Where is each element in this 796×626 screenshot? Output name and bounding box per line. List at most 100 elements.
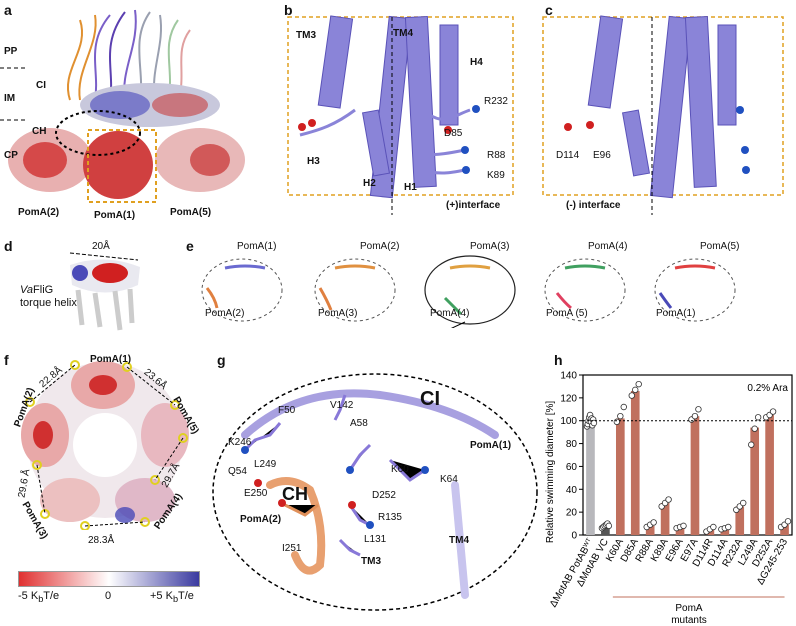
poma2-label-a: PomA(2) bbox=[18, 207, 60, 218]
panel-f-letter: f bbox=[4, 352, 9, 368]
g-i251: I251 bbox=[282, 543, 302, 554]
bar-1 bbox=[601, 525, 610, 535]
data-point bbox=[740, 499, 747, 507]
r232-label: R232 bbox=[484, 96, 508, 107]
g-l131: L131 bbox=[364, 534, 387, 545]
e1-top: PomA(1) bbox=[237, 241, 277, 252]
minus-interface-label: (-) interface bbox=[566, 200, 621, 211]
e3-top: PomA(3) bbox=[470, 241, 510, 252]
panel-b-structure bbox=[287, 15, 514, 215]
g-f50: F50 bbox=[278, 405, 296, 416]
y-tick-label: 60 bbox=[566, 462, 578, 473]
f-dist-5: 28.3Å bbox=[88, 535, 115, 546]
y-tick-label: 120 bbox=[560, 393, 577, 404]
group-label-line1: PomA bbox=[675, 603, 703, 614]
data-point bbox=[691, 412, 699, 420]
y-tick-label: 140 bbox=[560, 371, 577, 382]
panel-c-structure bbox=[542, 15, 784, 215]
data-point bbox=[650, 519, 657, 526]
bar-9 bbox=[720, 528, 730, 535]
d114-label: D114 bbox=[556, 150, 580, 161]
chart-annotation: 0.2% Ara bbox=[747, 383, 788, 394]
bar-13 bbox=[780, 524, 789, 535]
data-point bbox=[769, 408, 777, 415]
panel-e-ellipses bbox=[201, 255, 736, 328]
layer-cp-label: CP bbox=[4, 150, 18, 161]
fliG-name: VaFliG bbox=[20, 284, 54, 296]
g-ch-label: CH bbox=[282, 484, 308, 504]
e4-bottom: PomA (5) bbox=[546, 308, 588, 319]
f-poma1: PomA(1) bbox=[90, 354, 132, 365]
g-k246: K246 bbox=[228, 437, 252, 448]
e1-bottom: PomA(2) bbox=[205, 308, 245, 319]
g-ci-label: CI bbox=[420, 388, 440, 410]
panel-f-ring bbox=[21, 360, 189, 530]
g-k60: K60 bbox=[391, 464, 409, 475]
layer-pp-label: PP bbox=[4, 46, 18, 57]
g-tm4-label: TM4 bbox=[449, 535, 469, 546]
bar-5 bbox=[660, 503, 670, 535]
y-tick-label: 80 bbox=[566, 439, 578, 450]
g-v142: V142 bbox=[330, 400, 354, 411]
potential-colorbar bbox=[18, 571, 200, 587]
tm3-label-b: TM3 bbox=[296, 30, 316, 41]
e5-bottom: PomA(1) bbox=[656, 308, 696, 319]
data-point bbox=[635, 380, 642, 388]
bar-0 bbox=[586, 420, 595, 535]
g-r135: R135 bbox=[378, 512, 402, 523]
layer-im-label: IM bbox=[4, 93, 16, 104]
swimming-chart: Relative swimming diameter [%] 0.2% Ara … bbox=[545, 371, 793, 626]
g-a58: A58 bbox=[350, 418, 368, 429]
chart-ylabel: Relative swimming diameter [%] bbox=[545, 401, 556, 543]
h4-label-b: H4 bbox=[470, 57, 483, 68]
torque-helix-label: torque helix bbox=[20, 297, 77, 309]
panel-d-letter: d bbox=[4, 238, 13, 254]
chart-frame bbox=[582, 374, 793, 536]
ci-label-a: CI bbox=[36, 80, 46, 91]
data-point bbox=[784, 518, 792, 525]
data-point bbox=[620, 403, 627, 411]
panel-a-letter: a bbox=[4, 2, 12, 18]
panel-g-letter: g bbox=[217, 352, 226, 368]
d-width-label: 20Å bbox=[92, 241, 110, 252]
panel-g-structure bbox=[212, 373, 538, 611]
g-l249: L249 bbox=[254, 459, 277, 470]
data-point bbox=[680, 522, 687, 530]
data-point bbox=[748, 441, 755, 448]
g-tm3-label: TM3 bbox=[361, 556, 381, 567]
data-point bbox=[710, 523, 717, 531]
g-e250: E250 bbox=[244, 488, 268, 499]
e96-label: E96 bbox=[593, 150, 611, 161]
bar-7 bbox=[690, 416, 700, 535]
e4-top: PomA(4) bbox=[588, 241, 628, 252]
colorbar-mid: 0 bbox=[105, 590, 112, 602]
y-tick-label: 20 bbox=[566, 508, 578, 519]
colorbar-max: +5 KbT/e bbox=[150, 590, 194, 605]
e3-bottom: PomA(4) bbox=[430, 308, 470, 319]
data-point bbox=[605, 522, 613, 530]
data-point bbox=[632, 386, 639, 394]
r88-label: R88 bbox=[487, 150, 506, 161]
data-point bbox=[751, 425, 758, 432]
bar-10 bbox=[735, 506, 745, 535]
panel-a-structure bbox=[0, 9, 245, 203]
data-point bbox=[725, 523, 732, 531]
panel-c-letter: c bbox=[545, 2, 553, 18]
h2-label-b: H2 bbox=[363, 178, 376, 189]
g-poma1-label: PomA(1) bbox=[470, 440, 512, 451]
data-point bbox=[665, 496, 672, 503]
bar-6 bbox=[675, 527, 685, 535]
y-tick-label: 40 bbox=[566, 485, 578, 496]
h1-label-b: H1 bbox=[404, 182, 417, 193]
plus-interface-label: (+)interface bbox=[446, 200, 501, 211]
data-point bbox=[754, 414, 762, 421]
y-tick-label: 100 bbox=[560, 416, 577, 427]
data-point bbox=[628, 392, 635, 399]
data-point bbox=[590, 419, 598, 427]
tm4-label-b: TM4 bbox=[393, 28, 413, 39]
group-label-line2: mutants bbox=[671, 615, 707, 626]
data-point bbox=[617, 412, 624, 420]
e2-bottom: PomA(3) bbox=[318, 308, 358, 319]
g-poma2-label: PomA(2) bbox=[240, 514, 282, 525]
data-point bbox=[695, 406, 702, 413]
